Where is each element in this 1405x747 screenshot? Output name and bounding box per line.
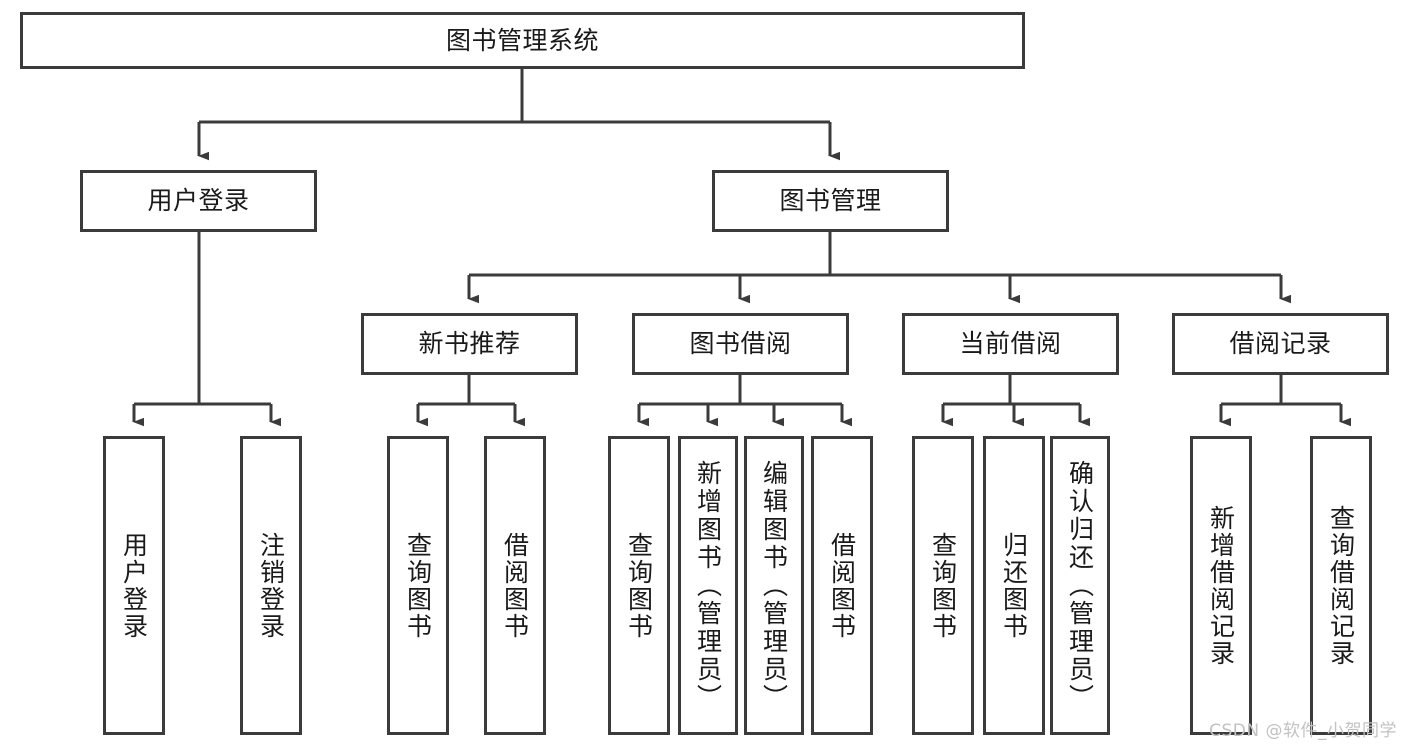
node-leaf-confirm-return-label: 确认归还（管理员） — [1065, 459, 1095, 712]
node-leaf-query-record[interactable]: 查询借阅记录 — [1310, 436, 1372, 735]
node-leaf-add-record[interactable]: 新增借阅记录 — [1190, 436, 1252, 735]
node-leaf-borrow-book-rec[interactable]: 借阅图书 — [484, 436, 546, 735]
node-leaf-edit-book-label: 编辑图书（管理员） — [759, 459, 789, 712]
node-new-book-rec[interactable]: 新书推荐 — [361, 313, 578, 375]
node-root-label: 图书管理系统 — [445, 25, 599, 55]
node-leaf-return-book[interactable]: 归还图书 — [983, 436, 1045, 735]
node-leaf-query-book-rec[interactable]: 查询图书 — [387, 436, 449, 735]
node-user-login[interactable]: 用户登录 — [80, 170, 317, 232]
node-leaf-logout-label: 注销登录 — [256, 531, 286, 640]
node-leaf-query-book-rec-label: 查询图书 — [403, 531, 433, 640]
csdn-watermark: CSDN @软件_小贺同学 — [1209, 721, 1397, 741]
node-new-book-rec-label: 新书推荐 — [418, 329, 521, 359]
node-root[interactable]: 图书管理系统 — [20, 12, 1025, 69]
node-current-borrow[interactable]: 当前借阅 — [902, 313, 1119, 375]
node-book-borrow[interactable]: 图书借阅 — [632, 313, 849, 375]
node-leaf-query-book-cur[interactable]: 查询图书 — [912, 436, 974, 735]
node-leaf-query-book-borrow-label: 查询图书 — [624, 531, 654, 640]
node-leaf-add-book-label: 新增图书（管理员） — [693, 459, 723, 712]
node-user-login-label: 用户登录 — [147, 186, 250, 216]
node-leaf-confirm-return[interactable]: 确认归还（管理员） — [1050, 436, 1110, 735]
node-leaf-query-book-cur-label: 查询图书 — [928, 531, 958, 640]
node-leaf-query-record-label: 查询借阅记录 — [1326, 504, 1356, 667]
node-leaf-return-book-label: 归还图书 — [999, 531, 1029, 640]
node-book-manage[interactable]: 图书管理 — [712, 170, 949, 232]
node-leaf-edit-book[interactable]: 编辑图书（管理员） — [744, 436, 804, 735]
node-leaf-borrow-book-rec-label: 借阅图书 — [500, 531, 530, 640]
node-current-borrow-label: 当前借阅 — [959, 329, 1062, 359]
node-leaf-logout[interactable]: 注销登录 — [240, 436, 302, 735]
node-leaf-user-login[interactable]: 用户登录 — [103, 436, 165, 735]
node-leaf-add-book[interactable]: 新增图书（管理员） — [678, 436, 738, 735]
node-book-manage-label: 图书管理 — [779, 186, 882, 216]
node-leaf-user-login-label: 用户登录 — [119, 531, 149, 640]
node-borrow-record[interactable]: 借阅记录 — [1172, 313, 1389, 375]
node-leaf-borrow-book[interactable]: 借阅图书 — [811, 436, 873, 735]
node-leaf-borrow-book-label: 借阅图书 — [827, 531, 857, 640]
node-book-borrow-label: 图书借阅 — [689, 329, 792, 359]
node-borrow-record-label: 借阅记录 — [1229, 329, 1332, 359]
node-leaf-query-book-borrow[interactable]: 查询图书 — [608, 436, 670, 735]
node-leaf-add-record-label: 新增借阅记录 — [1206, 504, 1236, 667]
